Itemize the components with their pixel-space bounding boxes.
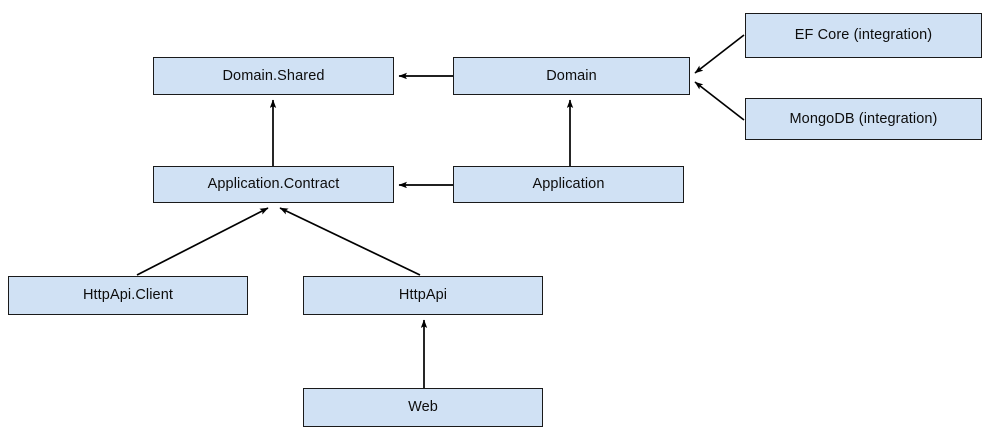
edge-mongodb-to-domain: [694, 81, 745, 121]
node-domain[interactable]: Domain: [453, 57, 690, 95]
node-application[interactable]: Application: [453, 166, 684, 203]
node-application-contract[interactable]: Application.Contract: [153, 166, 394, 203]
node-label-httpapi-client: HttpApi.Client: [82, 287, 174, 304]
node-httpapi[interactable]: HttpApi: [303, 276, 543, 315]
node-label-application-contract: Application.Contract: [207, 176, 340, 193]
edge-ef-core-to-domain: [694, 34, 745, 74]
node-label-application: Application: [532, 176, 605, 193]
node-httpapi-client[interactable]: HttpApi.Client: [8, 276, 248, 315]
node-label-web: Web: [408, 399, 438, 416]
node-label-ef-core-integration: EF Core (integration): [794, 27, 933, 44]
node-mongodb-integration[interactable]: MongoDB (integration): [745, 98, 982, 140]
node-label-domain-shared: Domain.Shared: [222, 67, 325, 84]
node-label-mongodb-integration: MongoDB (integration): [789, 110, 938, 127]
node-web[interactable]: Web: [303, 388, 543, 427]
node-label-domain: Domain: [546, 67, 597, 84]
node-label-httpapi: HttpApi: [398, 287, 448, 304]
node-domain-shared[interactable]: Domain.Shared: [153, 57, 394, 95]
edge-httpapi-to-application-contract: [279, 207, 421, 276]
edge-httpapi-client-to-application-contract: [136, 207, 269, 276]
node-ef-core-integration[interactable]: EF Core (integration): [745, 13, 982, 58]
